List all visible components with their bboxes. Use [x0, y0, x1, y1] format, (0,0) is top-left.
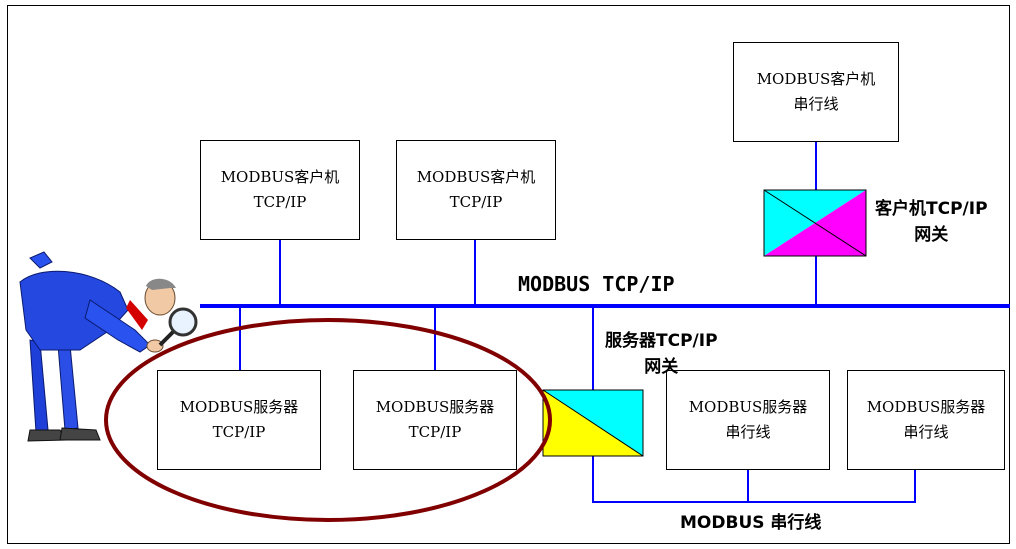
server-gateway-label: 服务器TCP/IP 网关	[605, 328, 718, 380]
server-serial-box-2: MODBUS服务器 串行线	[847, 370, 1005, 470]
highlight-ellipse	[104, 318, 552, 522]
client-tcp-2-line2: TCP/IP	[449, 193, 503, 211]
server-tcp-2-line2: TCP/IP	[408, 423, 462, 441]
server-serial-2-line1: MODBUS服务器	[866, 398, 986, 416]
client-gateway-label: 客户机TCP/IP 网关	[875, 196, 988, 248]
client-serial-line2: 串行线	[793, 95, 839, 113]
client-gateway-label-line2: 网关	[914, 225, 949, 245]
server-gateway-label-line1: 服务器TCP/IP	[605, 331, 718, 351]
detective-figure-icon	[19, 251, 198, 442]
server-tcp-1-line2: TCP/IP	[212, 423, 266, 441]
client-serial-line1: MODBUS客户机	[756, 70, 876, 88]
client-gateway-icon	[763, 189, 867, 257]
diagram-frame	[7, 5, 1010, 544]
server-serial-box-1: MODBUS服务器 串行线	[666, 370, 830, 470]
serial-bus-label: MODBUS 串行线	[680, 513, 822, 533]
client-gateway-label-line1: 客户机TCP/IP	[875, 199, 988, 219]
server-tcp-box-1: MODBUS服务器 TCP/IP	[157, 370, 321, 470]
client-tcp-1-line2: TCP/IP	[253, 193, 307, 211]
server-tcp-1-line1: MODBUS服务器	[179, 398, 299, 416]
client-tcp-2-line1: MODBUS客户机	[416, 168, 536, 186]
server-tcp-box-2: MODBUS服务器 TCP/IP	[353, 370, 517, 470]
client-serial-box: MODBUS客户机 串行线	[733, 42, 899, 142]
serial-bus-line	[592, 456, 916, 503]
server-tcp-2-line1: MODBUS服务器	[375, 398, 495, 416]
tcp-bus-label: MODBUS TCP/IP	[518, 272, 675, 296]
server-gateway-label-line2: 网关	[644, 357, 679, 377]
server-serial-2-line2: 串行线	[903, 423, 949, 441]
server-gateway-icon	[542, 389, 644, 457]
client-tcp-box-2: MODBUS客户机 TCP/IP	[396, 140, 556, 240]
client-tcp-box-1: MODBUS客户机 TCP/IP	[200, 140, 360, 240]
client-tcp-1-line1: MODBUS客户机	[220, 168, 340, 186]
server-serial-1-line1: MODBUS服务器	[688, 398, 808, 416]
server-serial-1-line2: 串行线	[725, 423, 771, 441]
